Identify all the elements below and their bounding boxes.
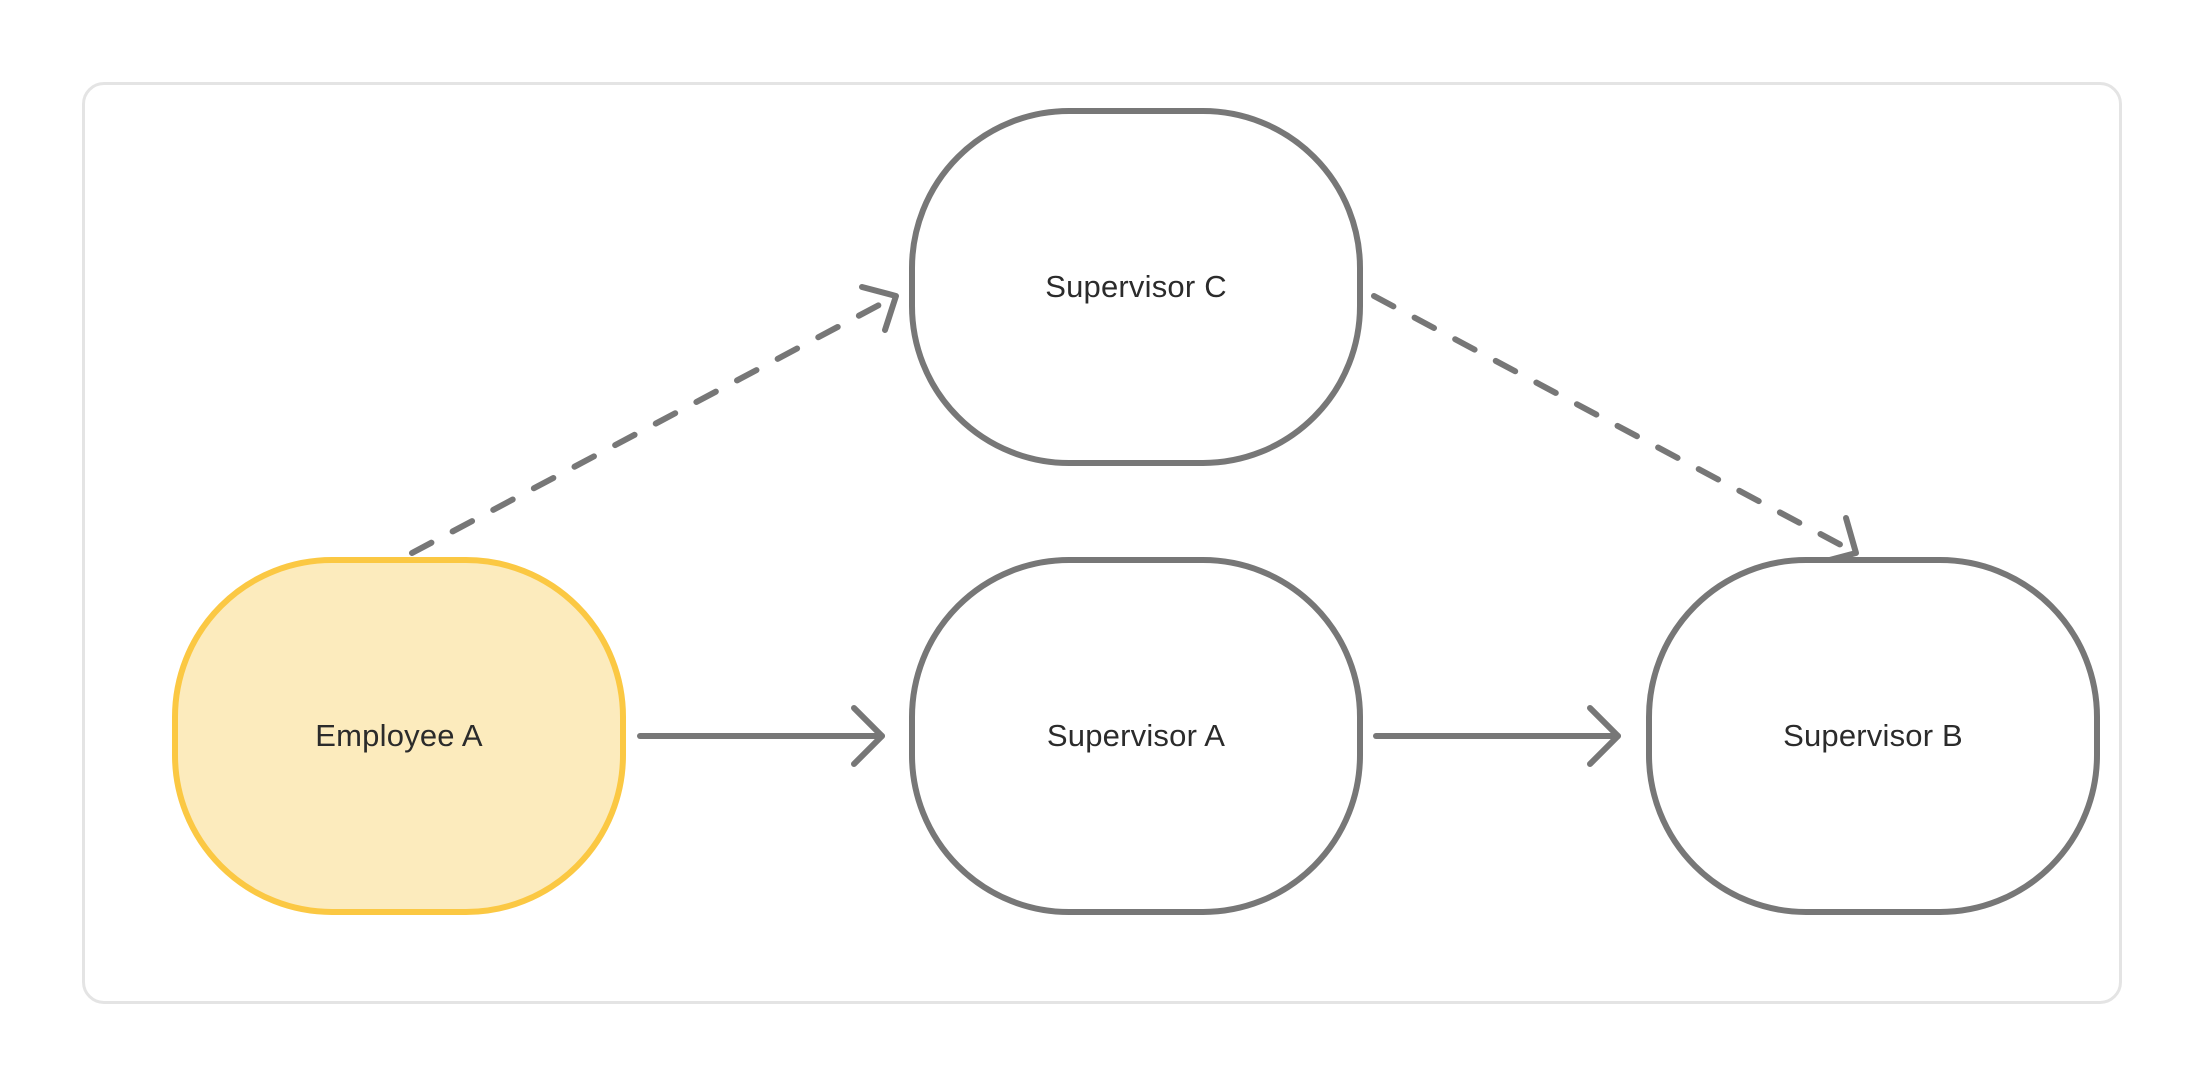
arrowhead-icon [851,705,885,767]
edge-employee-a-to-supervisor-c [409,284,899,556]
node-supervisor-c[interactable]: Supervisor C [909,108,1363,466]
node-supervisor-a[interactable]: Supervisor A [909,557,1363,915]
arrowhead-icon [859,284,899,333]
arrowhead-icon [1587,705,1621,767]
edge-employee-a-to-supervisor-a [637,705,885,767]
node-label: Supervisor C [1045,269,1227,304]
node-label: Supervisor B [1783,718,1963,753]
edge-supervisor-c-to-supervisor-b [1371,293,1859,565]
node-label: Employee A [315,718,483,753]
node-supervisor-b[interactable]: Supervisor B [1646,557,2100,915]
edge-line [1371,293,1859,556]
edge-supervisor-a-to-supervisor-b [1373,705,1621,767]
node-employee-a[interactable]: Employee A [172,557,626,915]
node-label: Supervisor A [1046,718,1226,753]
edge-line [409,293,899,556]
